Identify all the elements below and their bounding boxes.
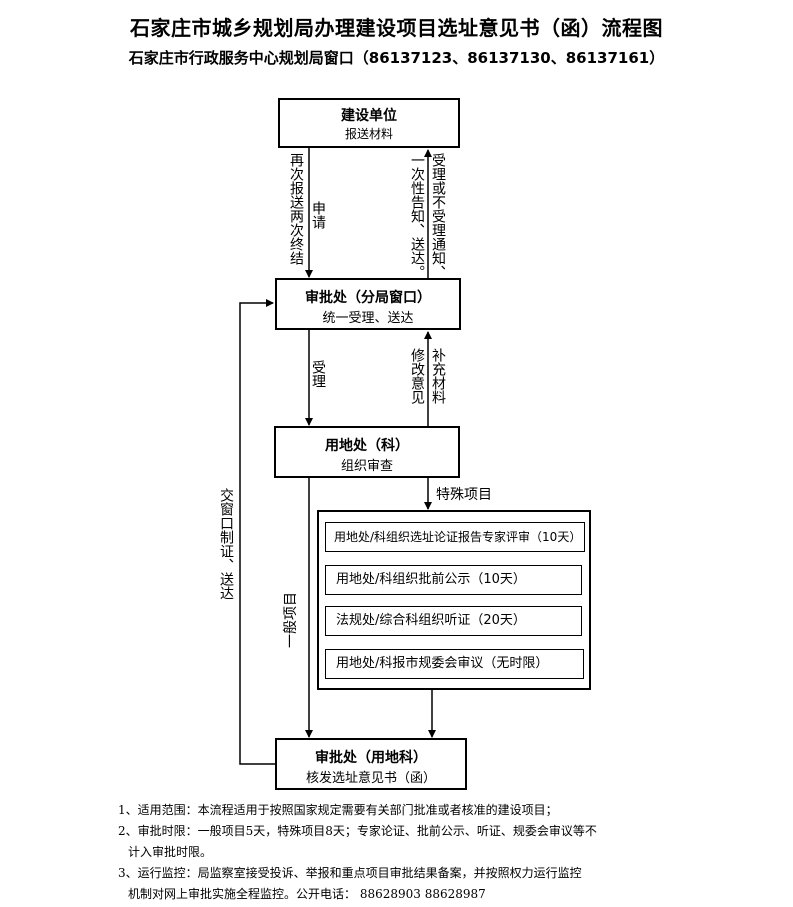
label-supplement: 补充材料 (430, 348, 446, 404)
special-step-1: 用地处/科组织选址论证报告专家评审（10天） (325, 522, 585, 552)
node-builder: 建设单位 报送材料 (278, 98, 460, 148)
page-subtitle: 石家庄市行政服务中心规划局窗口（86137123、86137130、861371… (128, 49, 665, 67)
node-land-dept-sub: 组织审查 (340, 459, 393, 474)
node-approval-final-sub: 核发选址意见书（函） (305, 771, 436, 786)
label-revise: 修改意见 (409, 348, 425, 404)
node-approval-window-title: 审批处（分局窗口） (305, 290, 431, 306)
label-window-deliver: 交窗口制证、送达 (218, 488, 234, 600)
special-step-2: 用地处/科组织批前公示（10天） (325, 565, 582, 595)
node-approval-final-title: 审批处（用地科） (315, 750, 427, 766)
note-1: 1、适用范围：本流程适用于按照国家规定需要有关部门批准或者核准的建设项目； (118, 803, 558, 817)
note-3-cont: 机制对网上审批实施全程监控。公开电话： 88628903 88628987 (128, 887, 486, 901)
special-project-label: 特殊项目 (436, 487, 492, 503)
node-builder-title: 建设单位 (341, 108, 397, 124)
label-accept: 受理 (310, 360, 326, 388)
special-step-4: 用地处/科报市规委会审议（无时限） (325, 649, 584, 679)
node-approval-window-sub: 统一受理、送达 (322, 311, 414, 326)
page-title: 石家庄市城乡规划局办理建设项目选址意见书（函）流程图 (130, 16, 663, 40)
node-approval-final: 审批处（用地科） 核发选址意见书（函） (275, 738, 467, 790)
node-builder-sub: 报送材料 (344, 127, 393, 141)
label-notify-2: 受理或不受理通知、 (430, 153, 446, 279)
node-approval-window: 审批处（分局窗口） 统一受理、送达 (275, 278, 461, 330)
special-step-3: 法规处/综合科组织听证（20天） (325, 606, 582, 636)
arrow-final-to-window (239, 299, 275, 765)
label-apply: 申请 (310, 201, 326, 229)
note-3: 3、运行监控：局监察室接受投诉、举报和重点项目审批结果备案，并按照权力运行监控 (118, 866, 582, 880)
label-notify-1: 一次性告知、送达。 (409, 153, 425, 279)
node-land-dept-title: 用地处（科） (325, 438, 409, 454)
label-resubmit: 再次报送两次终结 (288, 153, 304, 265)
note-2-cont: 计入审批时限。 (128, 845, 213, 859)
node-land-dept: 用地处（科） 组织审查 (274, 426, 460, 478)
footnotes: 1、适用范围：本流程适用于按照国家规定需要有关部门批准或者核准的建设项目； 2、… (118, 800, 718, 905)
note-2: 2、审批时限：一般项目5天，特殊项目8天；专家论证、批前公示、听证、规委会审议等… (118, 824, 597, 838)
label-general-project: 一般项目 (283, 592, 299, 648)
